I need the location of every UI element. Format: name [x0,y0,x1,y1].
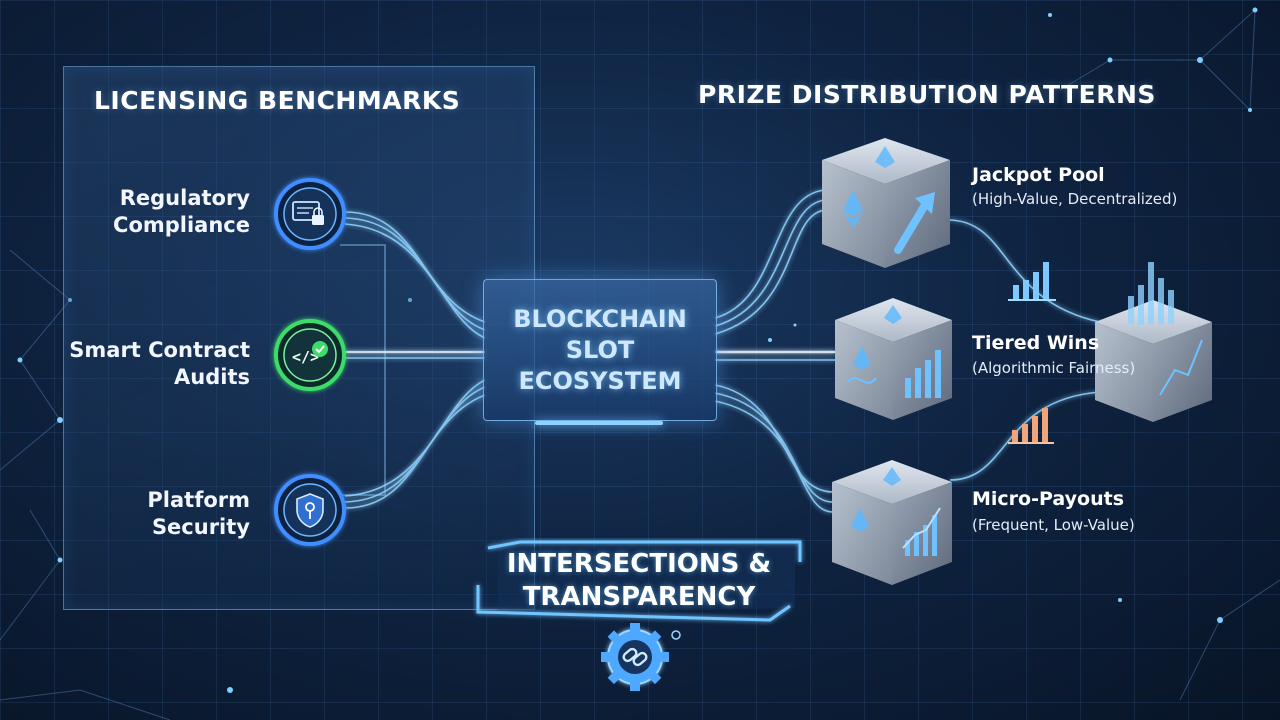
micro-payouts-subtitle: (Frequent, Low-Value) [972,516,1135,534]
micro-payouts-title: Micro-Payouts [972,488,1124,510]
licensing-benchmarks-title: LICENSING BENCHMARKS [94,86,461,115]
shield-key-icon [274,474,346,546]
jackpot-pool-title: Jackpot Pool [972,164,1105,186]
gear-link-icon [601,623,681,691]
smart-contract-audits-label: Smart Contract Audits [69,338,250,389]
code-check-icon: </> [274,319,346,391]
floating-bar-chart-orange [1008,408,1054,444]
jackpot-pool-subtitle: (High-Value, Decentralized) [972,190,1178,208]
certificate-lock-icon [274,178,346,250]
center-underline [535,421,663,425]
platform-security-label: Platform Security [147,488,250,539]
tiered-wins-subtitle: (Algorithmic Fairness) [972,359,1136,377]
center-label: BLOCKCHAIN SLOT ECOSYSTEM [513,304,687,395]
ethereum-cube-bars-icon [835,298,952,420]
floating-bar-chart-blue [1008,262,1056,301]
ethereum-cube-large-icon [1095,262,1212,422]
regulatory-compliance-label: Regulatory Compliance [113,186,250,237]
intersections-transparency-label: INTERSECTIONS & TRANSPARENCY [506,549,772,612]
svg-text:</>: </> [292,348,319,366]
ethereum-cube-chart-icon [832,460,952,585]
tiered-wins-title: Tiered Wins [972,332,1100,354]
ethereum-cube-arrow-icon [822,138,950,268]
blockchain-slot-ecosystem-box: BLOCKCHAIN SLOT ECOSYSTEM [483,279,717,421]
prize-distribution-title: PRIZE DISTRIBUTION PATTERNS [698,80,1156,109]
